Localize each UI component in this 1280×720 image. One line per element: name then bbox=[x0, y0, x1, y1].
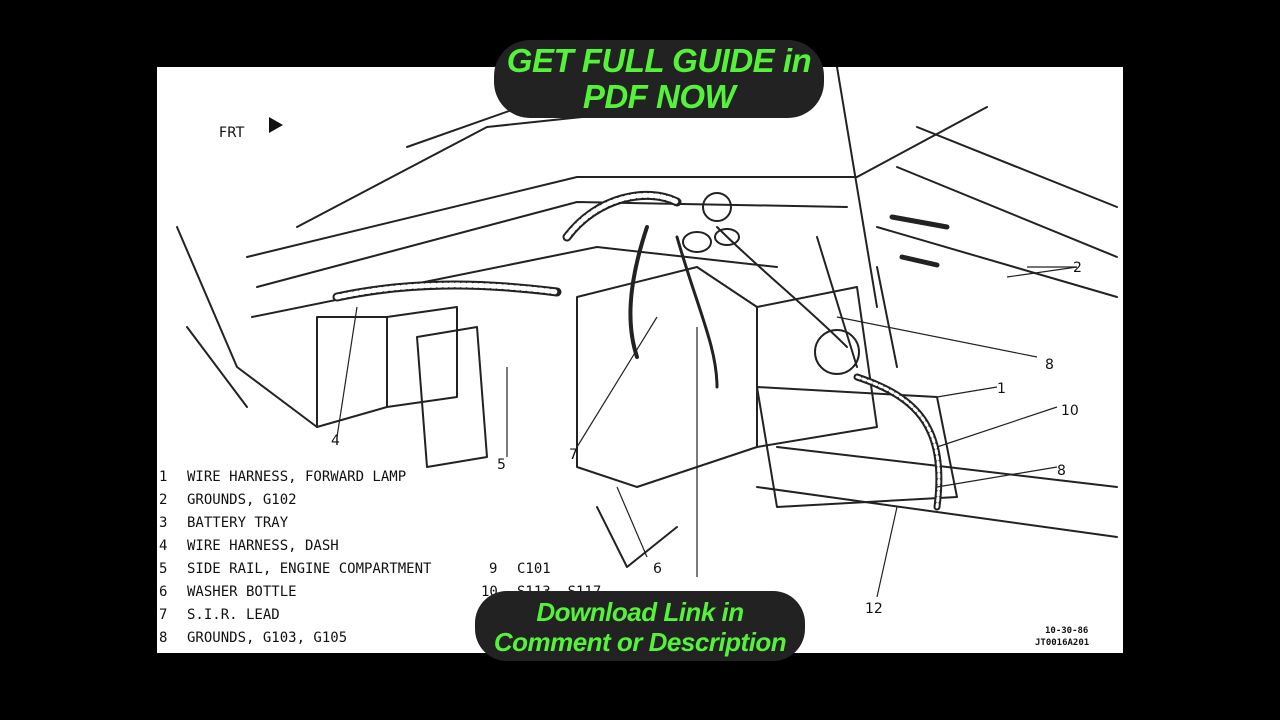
get-guide-banner[interactable]: GET FULL GUIDE in PDF NOW bbox=[494, 40, 824, 118]
legend-num: 8 bbox=[159, 630, 167, 646]
legend-text: BATTERY TRAY bbox=[187, 515, 289, 531]
legend-text: GROUNDS, G102 bbox=[187, 492, 297, 508]
drawing-code: JT0016A201 bbox=[1035, 638, 1089, 648]
banner-line: Download Link in bbox=[536, 597, 744, 627]
legend-text: WIRE HARNESS, FORWARD LAMP bbox=[187, 469, 406, 485]
callout-11: 10 bbox=[1061, 403, 1079, 419]
banner-line: Comment or Description bbox=[493, 627, 787, 657]
front-arrow-icon bbox=[269, 117, 283, 133]
callout-1: 1 bbox=[997, 381, 1006, 397]
legend-num: 7 bbox=[159, 607, 167, 623]
legend-text: GROUNDS, G103, G105 bbox=[187, 630, 347, 646]
legend-num: 6 bbox=[159, 584, 167, 600]
legend-num: 1 bbox=[159, 469, 167, 485]
banner-line: GET FULL GUIDE in bbox=[506, 42, 812, 79]
legend-num: 4 bbox=[159, 538, 167, 554]
callout-5: 5 bbox=[497, 457, 506, 473]
download-link-banner[interactable]: Download Link in Comment or Description bbox=[475, 591, 805, 661]
wiring-diagram: FRT 3 2 8 1 10 8 12 4 5 7 6 1 WIRE HARNE… bbox=[157, 67, 1123, 653]
legend-num: 9 bbox=[489, 561, 497, 577]
legend-num: 3 bbox=[159, 515, 167, 531]
legend-text: S.I.R. LEAD bbox=[187, 607, 280, 623]
callout-4: 4 bbox=[331, 433, 340, 449]
legend-text: WASHER BOTTLE bbox=[187, 584, 297, 600]
callout-8: 8 bbox=[1045, 357, 1054, 373]
callout-2: 2 bbox=[1073, 260, 1082, 276]
callout-12: 12 bbox=[865, 601, 883, 617]
legend-text: WIRE HARNESS, DASH bbox=[187, 538, 339, 554]
legend-num: 2 bbox=[159, 492, 167, 508]
legend-text: C101 bbox=[517, 561, 551, 577]
legend-text: SIDE RAIL, ENGINE COMPARTMENT bbox=[187, 561, 432, 577]
callout-6: 6 bbox=[653, 561, 662, 577]
banner-line: PDF NOW bbox=[582, 78, 736, 115]
drawing-date: 10-30-86 bbox=[1045, 626, 1088, 636]
diagram-drawing: FRT 3 2 8 1 10 8 12 4 5 7 6 1 WIRE HARNE… bbox=[159, 67, 1118, 648]
callout-10: 8 bbox=[1057, 463, 1066, 479]
callout-7: 7 bbox=[569, 447, 578, 463]
legend-num: 5 bbox=[159, 561, 167, 577]
front-label: FRT bbox=[219, 125, 245, 141]
